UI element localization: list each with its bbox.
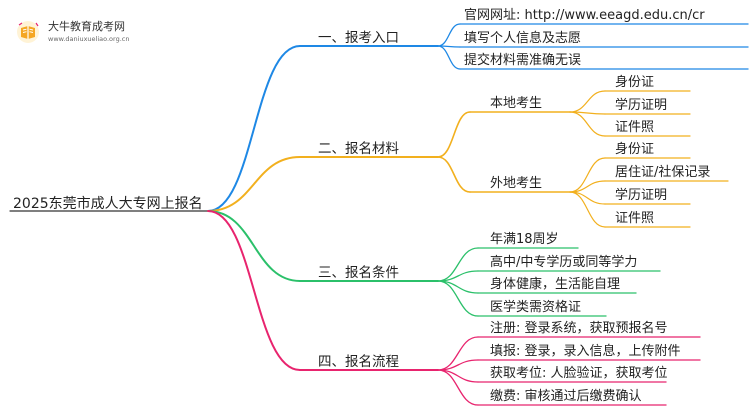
proc-leaf-connector-3 bbox=[437, 369, 479, 406]
proc-item-fill: 填报: 登录，录入信息，上传附件 bbox=[490, 344, 681, 359]
site-logo: 大牛教育成考网 www.daniuxueliao.org.cn bbox=[14, 18, 154, 48]
nonlocal-item-id: 身份证 bbox=[615, 142, 655, 157]
entry-leaf-connector-0 bbox=[437, 23, 461, 47]
branch-entry: 一、报考入口 bbox=[318, 30, 399, 46]
branch-conditions: 三、报名条件 bbox=[318, 265, 399, 281]
logo-subtitle: www.daniuxueliao.org.cn bbox=[48, 35, 130, 43]
branch-materials: 二、报名材料 bbox=[318, 141, 399, 157]
entry-item-submit: 提交材料需准确无误 bbox=[464, 53, 582, 68]
cond-item-age: 年满18周岁 bbox=[490, 232, 559, 247]
logo-title: 大牛教育成考网 bbox=[48, 20, 125, 33]
local-item-id: 身份证 bbox=[615, 75, 655, 90]
proc-item-seat: 获取考位: 人脸验证，获取考位 bbox=[490, 366, 668, 381]
branch-process: 四、报名流程 bbox=[318, 354, 399, 370]
branch-connector-entry bbox=[207, 45, 301, 212]
nonlocal-item-photo: 证件照 bbox=[615, 211, 655, 226]
local-leaf-connector-2 bbox=[569, 111, 606, 137]
nonlocal-item-edu: 学历证明 bbox=[615, 188, 668, 203]
cond-item-cert: 医学类需资格证 bbox=[490, 300, 582, 315]
local-item-edu: 学历证明 bbox=[615, 98, 668, 113]
root-node: 2025东莞市成人大专网上报名 bbox=[13, 196, 203, 212]
branch-connector-materials bbox=[207, 156, 301, 212]
local-item-photo: 证件照 bbox=[615, 120, 655, 135]
materials-nonlocal-connector bbox=[437, 156, 471, 193]
nonlocal-leaf-connector-0 bbox=[569, 157, 606, 193]
group-local: 本地考生 bbox=[490, 96, 543, 111]
proc-item-register: 注册: 登录系统，获取预报名号 bbox=[490, 321, 668, 336]
logo-book-icon bbox=[17, 21, 39, 43]
branch-connector-conditions bbox=[207, 210, 301, 282]
local-leaf-connector-0 bbox=[569, 90, 606, 113]
nonlocal-item-residence: 居住证/社保记录 bbox=[615, 165, 711, 180]
entry-leaf-connector-2 bbox=[437, 45, 461, 70]
proc-item-pay: 缴费: 审核通过后缴费确认 bbox=[490, 389, 642, 404]
cond-item-health: 身体健康，生活能自理 bbox=[490, 277, 621, 292]
cond-item-edu: 高中/中专学历或同等学力 bbox=[490, 255, 638, 270]
cond-leaf-connector-3 bbox=[437, 280, 479, 317]
entry-item-url: 官网网址: http://www.eeagd.edu.cn/cr bbox=[464, 8, 705, 23]
group-nonlocal: 外地考生 bbox=[490, 176, 543, 191]
branch-connector-process bbox=[207, 210, 301, 371]
entry-item-fill: 填写个人信息及志愿 bbox=[464, 31, 582, 46]
nonlocal-leaf-connector-3 bbox=[569, 191, 606, 228]
materials-local-connector bbox=[437, 111, 471, 158]
